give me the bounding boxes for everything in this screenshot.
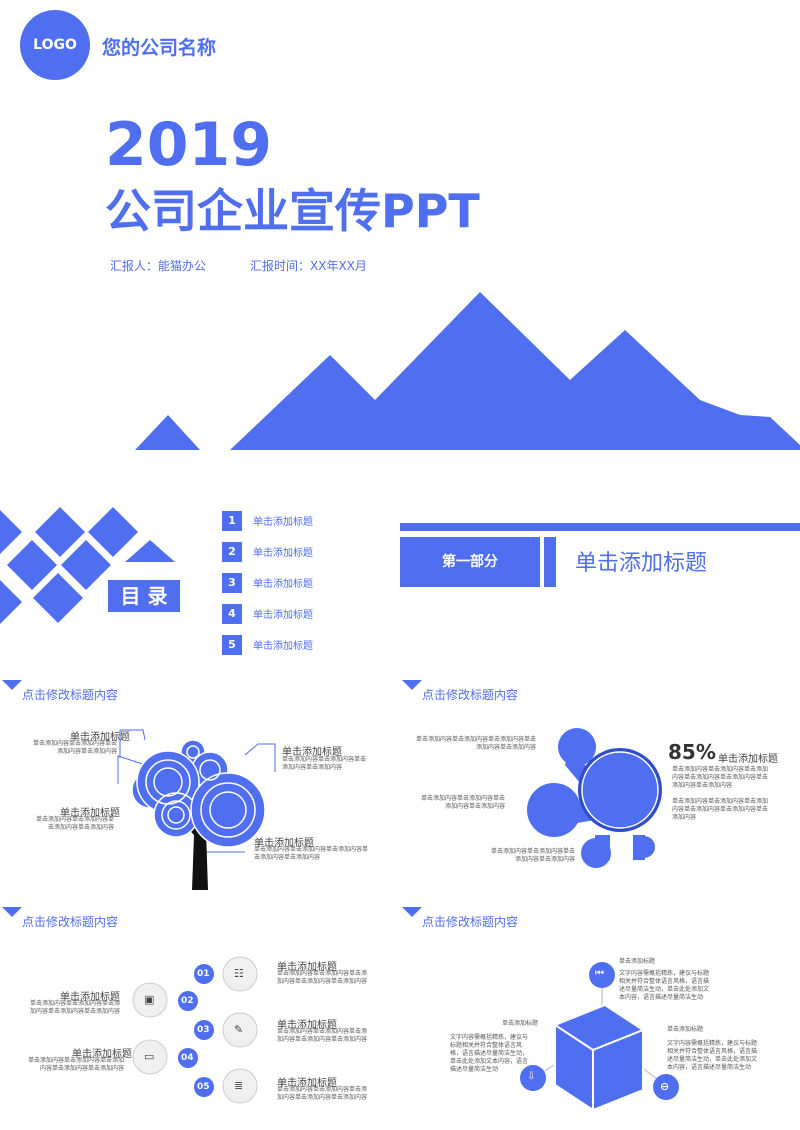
database-icon: ≣: [234, 1079, 244, 1092]
circles-body: 单击添加内容单击添加内容单击添加内容单击添加内容单击添加内容单击添加内容单击添加…: [672, 766, 769, 789]
tree-item-body: 单击添加内容单击添加内容单击添加内容单击添加内容: [36, 816, 115, 831]
toc-item[interactable]: 2 单击添加标题: [222, 536, 313, 567]
section-divider: [544, 537, 556, 587]
step-number: 02: [181, 996, 194, 1006]
tree-item-title: 单击添加标题: [254, 838, 314, 849]
step-body: 单击添加内容单击添加内容单击添加内容单击添加内容单击添加内容: [277, 1028, 368, 1043]
toc-label: 单击添加标题: [253, 579, 313, 590]
toc-number: 5: [222, 634, 242, 655]
slide-heading: 点击修改标题内容: [422, 915, 519, 929]
cube-item-title: 单击添加标题: [667, 1026, 704, 1033]
step-title: 单击添加标题: [277, 1078, 337, 1089]
step-title: 单击添加标题: [277, 1020, 337, 1031]
tree-item-title: 单击添加标题: [282, 747, 342, 758]
toc-number: 3: [222, 572, 242, 593]
brush-icon: ✎: [234, 1023, 244, 1036]
cube-graphic: [520, 962, 679, 1112]
minus-icon: ⊖: [660, 1080, 670, 1093]
step-body: 单击添加内容单击添加内容单击添加内容单击添加内容单击添加内容: [277, 970, 368, 985]
tree-item-body: 单击添加内容单击添加内容单击添加内容单击添加内容: [282, 756, 367, 771]
step-title: 单击添加标题: [277, 962, 337, 973]
circles-body: 单击添加内容单击添加内容单击添加内容单击添加内容单击添加内容单击添加内容: [672, 798, 769, 821]
section-title: 单击添加标题: [575, 551, 708, 576]
steps-graphic: [132, 956, 258, 1104]
report-time: 汇报时间：XX年XX月: [250, 259, 367, 273]
cube-slide: 点击修改标题内容 ⏮ ⇩ ⊖ 单击添加标题 文字内容需概括精炼，建议与标题相关并…: [400, 900, 800, 1130]
diamond-pattern: [0, 507, 175, 624]
toc-item[interactable]: 1 单击添加标题: [222, 505, 313, 536]
section-slide: 第一部分 单击添加标题: [400, 455, 800, 660]
steps-slide: 点击修改标题内容 01 02 03 04 05 ☷ ▣ ✎ ▭ ≣ 单击添加标题…: [0, 900, 400, 1130]
slide-heading: 点击修改标题内容: [422, 688, 519, 702]
cover-title: 公司企业宣传PPT: [105, 184, 480, 238]
step-number: 01: [197, 969, 210, 979]
equalizer-icon: ☷: [234, 967, 244, 980]
cover-slide: LOGO 您的公司名称 2019 公司企业宣传PPT 汇报人：能猫办公 汇报时间…: [0, 0, 800, 450]
download-icon: ⇩: [527, 1071, 536, 1082]
step-number: 04: [181, 1053, 194, 1063]
toc-number: 4: [222, 603, 242, 624]
cover-year: 2019: [105, 110, 272, 180]
toc-label: 单击添加标题: [253, 641, 313, 652]
cube-item-body: 文字内容需概括精炼，建议与标题相关并符合整体语言风格，语言描述尽量简洁生动，单击…: [619, 970, 710, 1001]
circle-left-text: 单击添加内容单击添加内容单击添加内容单击添加内容: [490, 848, 575, 863]
heading-triangle-icon: [2, 907, 22, 917]
company-name: 您的公司名称: [102, 37, 217, 59]
step-body: 单击添加内容单击添加内容单击添加内容单击添加内容单击添加内容: [29, 1000, 120, 1015]
toc-number: 2: [222, 541, 242, 562]
cube-item-title: 单击添加标题: [619, 958, 656, 965]
step-title: 单击添加标题: [72, 1049, 132, 1060]
step-number: 03: [197, 1025, 210, 1035]
toc-item[interactable]: 3 单击添加标题: [222, 567, 313, 598]
circles-title: 单击添加标题: [718, 754, 778, 765]
tv-icon: ▭: [144, 1050, 155, 1063]
slide-heading: 点击修改标题内容: [22, 915, 119, 929]
cube-item-body: 文字内容需概括精炼，建议与标题相关并符合整体语言风格，语言描述尽量简洁生动，单击…: [667, 1040, 758, 1071]
heading-triangle-icon: [402, 907, 422, 917]
tree-item-title: 单击添加标题: [60, 808, 120, 819]
toc-label: 单击添加标题: [253, 548, 313, 559]
tree-item-body: 单击添加内容单击添加内容单击添加内容单击添加内容: [32, 740, 117, 755]
step-title: 单击添加标题: [60, 992, 120, 1003]
toc-item[interactable]: 4 单击添加标题: [222, 598, 313, 629]
circle-left-text: 单击添加内容单击添加内容单击添加内容单击添加内容: [420, 795, 505, 810]
toc-list: 1 单击添加标题 2 单击添加标题 3 单击添加标题 4 单击添加标题 5 单击添加标题: [222, 505, 313, 660]
circles-slide: 点击修改标题内容 单击添加内容单击添加内容单击添加内容单击添加内容单击添加内容 …: [400, 670, 800, 895]
toc-title: 目 录: [108, 580, 180, 612]
image-icon: ▣: [144, 993, 155, 1006]
heading-triangle-icon: [2, 680, 22, 690]
tree-item-title: 单击添加标题: [70, 732, 130, 743]
section-part-label: 第一部分: [400, 537, 540, 587]
tree-item-body: 单击添加内容单击添加内容单击添加内容单击添加内容单击添加内容: [254, 846, 369, 861]
tree-graphic: [117, 729, 276, 890]
step-number: 05: [197, 1082, 210, 1092]
step-body: 单击添加内容单击添加内容单击添加内容单击添加内容单击添加内容: [28, 1057, 125, 1072]
cube-item-title: 单击添加标题: [502, 1020, 539, 1027]
slide-heading: 点击修改标题内容: [22, 688, 119, 702]
toc-label: 单击添加标题: [253, 610, 313, 621]
toc-label: 单击添加标题: [253, 517, 313, 528]
circle-left-text: 单击添加内容单击添加内容单击添加内容单击添加内容单击添加内容: [416, 736, 537, 751]
tree-slide: 点击修改标题内容 单击添加标题 单击添加内容单击添加内容单击添加内容单击添加内容…: [0, 670, 400, 895]
cube-item-body: 文字内容需概括精炼，建议与标题相关并符合整体语言风格，语言描述尽量简洁生动，单击…: [450, 1034, 529, 1073]
reporter: 汇报人：能猫办公: [110, 259, 207, 273]
step-body: 单击添加内容单击添加内容单击添加内容单击添加内容单击添加内容: [277, 1086, 368, 1101]
circles-graphic: [527, 728, 662, 868]
toc-number: 1: [222, 510, 242, 531]
heading-triangle-icon: [402, 680, 422, 690]
section-bar-top: [400, 523, 800, 531]
toc-item[interactable]: 5 单击添加标题: [222, 629, 313, 660]
rewind-icon: ⏮: [595, 968, 604, 979]
logo-badge: LOGO: [20, 10, 90, 80]
toc-slide: 目 录 1 单击添加标题 2 单击添加标题 3 单击添加标题 4 单击添加标题 5 单击添…: [0, 455, 400, 660]
percent-value: 85%: [668, 740, 716, 764]
mountains-graphic: [135, 292, 800, 450]
